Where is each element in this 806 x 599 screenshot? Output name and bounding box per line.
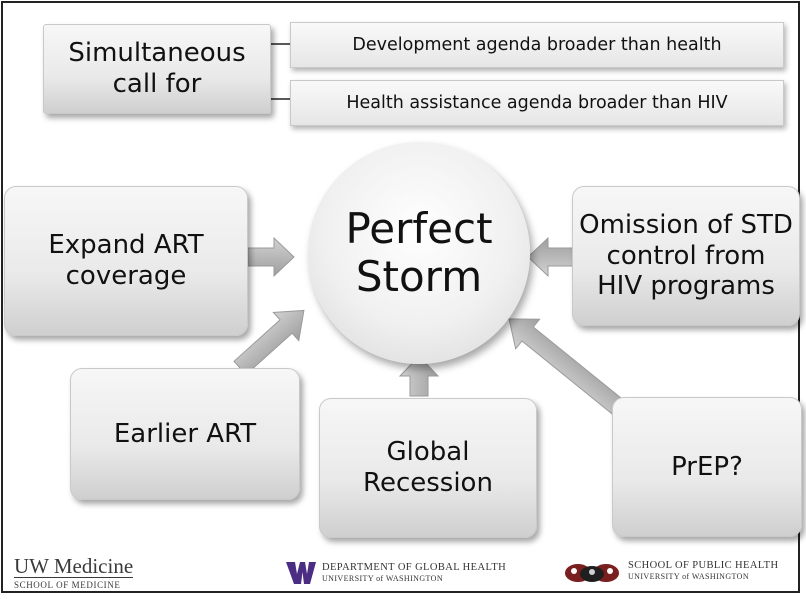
dept-line2: UNIVERSITY of WASHINGTON xyxy=(322,574,444,583)
earlier-art-label: Earlier ART xyxy=(113,418,257,449)
callout-development-agenda: Development agenda broader than health xyxy=(290,22,784,68)
arrow-prep xyxy=(508,318,631,420)
dept-global-health-logo: DEPARTMENT OF GLOBAL HEALTH UNIVERSITY o… xyxy=(286,562,506,584)
global-recession-box: Global Recession xyxy=(319,398,537,538)
sph-line1: SCHOOL OF PUBLIC HEALTH xyxy=(628,560,779,571)
omission-std-label: Omission of STD control from HIV program… xyxy=(579,209,793,302)
arrow-global-recession xyxy=(398,355,440,397)
prep-label: PrEP? xyxy=(671,451,743,482)
simultaneous-call-label: Simultaneous call for xyxy=(68,38,246,99)
global-recession-label: Global Recession xyxy=(363,437,493,498)
dept-line1: DEPARTMENT OF GLOBAL HEALTH xyxy=(322,562,507,573)
omission-std-box: Omission of STD control from HIV program… xyxy=(572,186,800,326)
perfect-storm-circle: Perfect Storm xyxy=(308,142,530,364)
uw-medicine-logo: UW Medicine SCHOOL OF MEDICINE xyxy=(14,554,134,590)
expand-art-label: Expand ART coverage xyxy=(48,230,204,291)
school-public-health-logo: SCHOOL OF PUBLIC HEALTH UNIVERSITY of WA… xyxy=(564,560,778,586)
arrow-omission-std xyxy=(527,236,575,278)
callout-health-text: Health assistance agenda broader than HI… xyxy=(346,93,728,113)
uw-w-icon xyxy=(286,562,316,584)
arrow-expand-art xyxy=(247,236,295,278)
expand-art-box: Expand ART coverage xyxy=(4,186,248,336)
callout-health-assistance: Health assistance agenda broader than HI… xyxy=(290,80,784,126)
prep-box: PrEP? xyxy=(612,397,802,537)
callout-development-text: Development agenda broader than health xyxy=(352,35,722,55)
sph-emblem-icon xyxy=(565,564,619,582)
arrow-earlier-art xyxy=(233,309,305,376)
perfect-storm-label: Perfect Storm xyxy=(345,203,493,301)
earlier-art-box: Earlier ART xyxy=(70,368,300,500)
simultaneous-call-box: Simultaneous call for xyxy=(43,24,271,114)
sph-line2: UNIVERSITY of WASHINGTON xyxy=(628,572,750,581)
school-of-medicine-text: SCHOOL OF MEDICINE xyxy=(14,580,121,590)
uw-medicine-text: UW Medicine xyxy=(14,554,134,578)
